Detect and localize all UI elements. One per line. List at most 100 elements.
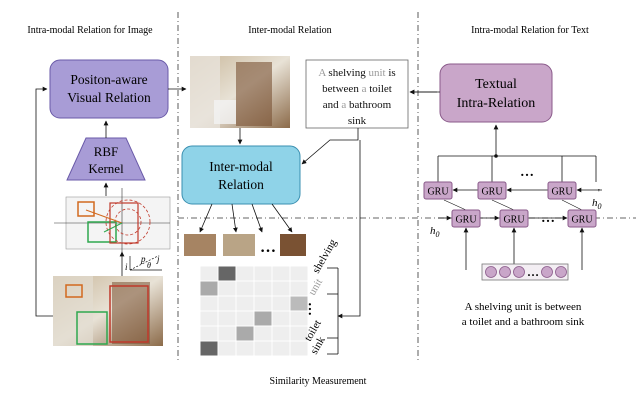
matrix-cell — [199, 310, 219, 327]
gru-cell: GRU — [499, 209, 529, 228]
matrix-cell — [217, 280, 237, 297]
inter-section-title: Inter-modal Relation — [248, 25, 331, 36]
embedding-token — [541, 266, 553, 278]
matrix-cell — [289, 265, 309, 282]
region-crops: … — [184, 234, 306, 256]
caption-box: A shelving unit is between a toilet and … — [305, 59, 409, 129]
gru-ellipsis: … — [520, 165, 534, 180]
visual-relation-label-1: Positon-aware — [70, 72, 147, 87]
matrix-cell — [271, 280, 291, 297]
matrix-cell — [199, 295, 219, 312]
inter-modal-rect — [181, 145, 301, 205]
inter-modal-box: Inter-modal Relation — [181, 145, 301, 205]
textual-relation-label-1: Textual — [475, 77, 517, 92]
gru-cell: GRU — [547, 181, 577, 200]
similarity-section-title: Similarity Measurement — [270, 376, 367, 387]
caption-word: between — [322, 83, 359, 95]
matrix-cell — [253, 265, 273, 282]
matrix-label-bracket — [327, 267, 339, 355]
matrix-cell — [217, 325, 237, 342]
caption-word: bathroom — [349, 99, 392, 111]
axis-label-p: p — [140, 254, 146, 264]
matrix-cell — [271, 325, 291, 342]
embedding-token — [513, 266, 525, 278]
matrix-cell — [271, 310, 291, 327]
gru-cell: GRU — [477, 181, 507, 200]
matrix-cell — [217, 265, 237, 282]
inter-image — [190, 56, 290, 128]
caption-word: sink — [348, 115, 367, 127]
matrix-cell — [235, 295, 255, 312]
matrix-cell — [253, 280, 273, 297]
gru-ellipsis: … — [541, 211, 555, 226]
matrix-cell — [235, 280, 255, 297]
text-section-title: Intra-modal Relation for Text — [471, 25, 589, 36]
caption-word: A — [318, 67, 328, 79]
h0-left-label: h0 — [430, 225, 440, 239]
caption-word: and — [323, 99, 342, 111]
gru-cross-link — [491, 199, 515, 211]
matrix-word-dots: … — [300, 302, 315, 316]
matrix-cell — [217, 310, 237, 327]
caption-word: toilet — [369, 83, 392, 95]
fanout-arrows — [199, 203, 293, 233]
caption-word: unit — [368, 67, 385, 79]
caption-word: a — [341, 99, 349, 111]
matrix-cell — [217, 340, 237, 357]
gru-cell-label: GRU — [571, 215, 593, 226]
matrix-cell — [217, 295, 237, 312]
matrix-cell — [235, 340, 255, 357]
left-connectors — [35, 86, 187, 317]
gru-cell-label: GRU — [481, 187, 503, 198]
visual-relation-rect — [49, 59, 169, 119]
visual-relation-box: Positon-aware Visual Relation — [49, 59, 169, 119]
embedding-input: … — [481, 263, 569, 281]
caption-word: is — [386, 67, 396, 79]
matrix-cell — [199, 340, 219, 357]
gru-cell-label: GRU — [455, 215, 477, 226]
sentence-line-1: A shelving unit is between — [465, 301, 582, 313]
matrix-cell — [253, 325, 273, 342]
coordinate-axes: i p θ j — [125, 254, 162, 272]
textual-relation-rect — [439, 63, 553, 123]
matrix-cell — [253, 340, 273, 357]
gru-cross-link — [561, 199, 583, 211]
gru-cell-label: GRU — [427, 187, 449, 198]
caption-line-2: between a toilet — [322, 83, 392, 95]
region-crop-1 — [184, 234, 216, 256]
caption-rect — [305, 59, 409, 129]
rbf-label-2: Kernel — [88, 161, 124, 176]
region-crops-ellipsis: … — [260, 239, 276, 256]
matrix-cell — [235, 310, 255, 327]
visual-relation-label-2: Visual Relation — [67, 90, 151, 105]
h0-right-prime: ' — [598, 188, 600, 199]
caption-word: shelving — [328, 67, 366, 79]
image-section-title: Intra-modal Relation for Image — [27, 25, 153, 36]
matrix-cell — [253, 310, 273, 327]
h0-right-label: h0 — [592, 197, 602, 211]
rbf-label-1: RBF — [94, 144, 119, 159]
gru-cell: GRU — [567, 209, 597, 228]
embedding-token — [555, 266, 567, 278]
matrix-cell — [271, 265, 291, 282]
embedding-ellipsis: … — [527, 265, 539, 279]
rbf-kernel-shape — [66, 137, 146, 181]
textual-relation-box: Textual Intra-Relation — [439, 63, 553, 123]
matrix-cell — [271, 295, 291, 312]
matrix-word-unit: unit — [306, 277, 325, 298]
region-crop-2 — [223, 234, 255, 256]
caption-line-1: A shelving unit is — [318, 67, 395, 79]
caption-line-4: sink — [348, 115, 367, 127]
embedding-token — [499, 266, 511, 278]
gru-output-node — [494, 154, 498, 158]
matrix-cell — [235, 265, 255, 282]
axis-label-i: i — [125, 262, 128, 272]
sentence-line-2: a toilet and a bathroom sink — [462, 316, 585, 328]
input-image — [53, 276, 163, 346]
axis-label-j: j — [156, 254, 160, 264]
matrix-word-shelving: shelving — [310, 237, 339, 276]
caption-word: a — [359, 83, 369, 95]
rbf-kernel-box: RBF Kernel — [66, 137, 146, 181]
matrix-cell — [253, 295, 273, 312]
